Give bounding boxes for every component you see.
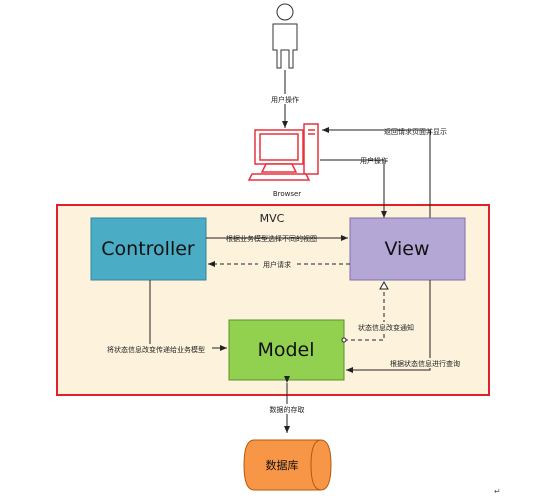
controller-box: [90, 217, 207, 281]
controller-label: Controller: [101, 238, 195, 260]
label-state-change-notify: 状态信息改变通知: [358, 323, 414, 332]
label-view-to-model-query: 根据状态信息进行查询: [390, 359, 460, 368]
model-label: Model: [257, 339, 314, 361]
person-icon: [272, 3, 298, 69]
label-return-page: 返回请求页面并显示: [384, 127, 447, 136]
arrow-browser-to-view: [320, 159, 387, 218]
browser-label: Browser: [273, 190, 301, 198]
arrow-state-change-notify: [344, 280, 389, 341]
database-label: 数据库: [266, 458, 299, 472]
view-box: [349, 217, 466, 281]
label-user-operation-top: 用户操作: [271, 95, 299, 104]
computer-icon: [247, 123, 319, 181]
label-data-access: 数据的存取: [270, 405, 305, 414]
mvc-title: MVC: [260, 212, 285, 225]
arrow-view-to-browser: [322, 127, 431, 218]
database-cylinder-icon: [243, 439, 332, 491]
label-user-request: 用户请求: [263, 260, 291, 269]
label-user-operation-right: 用户操作: [360, 156, 388, 165]
label-controller-to-view: 根据业务模型选择不同的视图: [226, 234, 317, 243]
paragraph-mark: ↵: [494, 487, 501, 496]
model-box: [228, 319, 345, 381]
label-controller-to-model: 将状态信息改变传递给业务模型: [107, 345, 205, 354]
arrow-view-to-model: [346, 280, 431, 373]
view-label: View: [384, 238, 429, 260]
